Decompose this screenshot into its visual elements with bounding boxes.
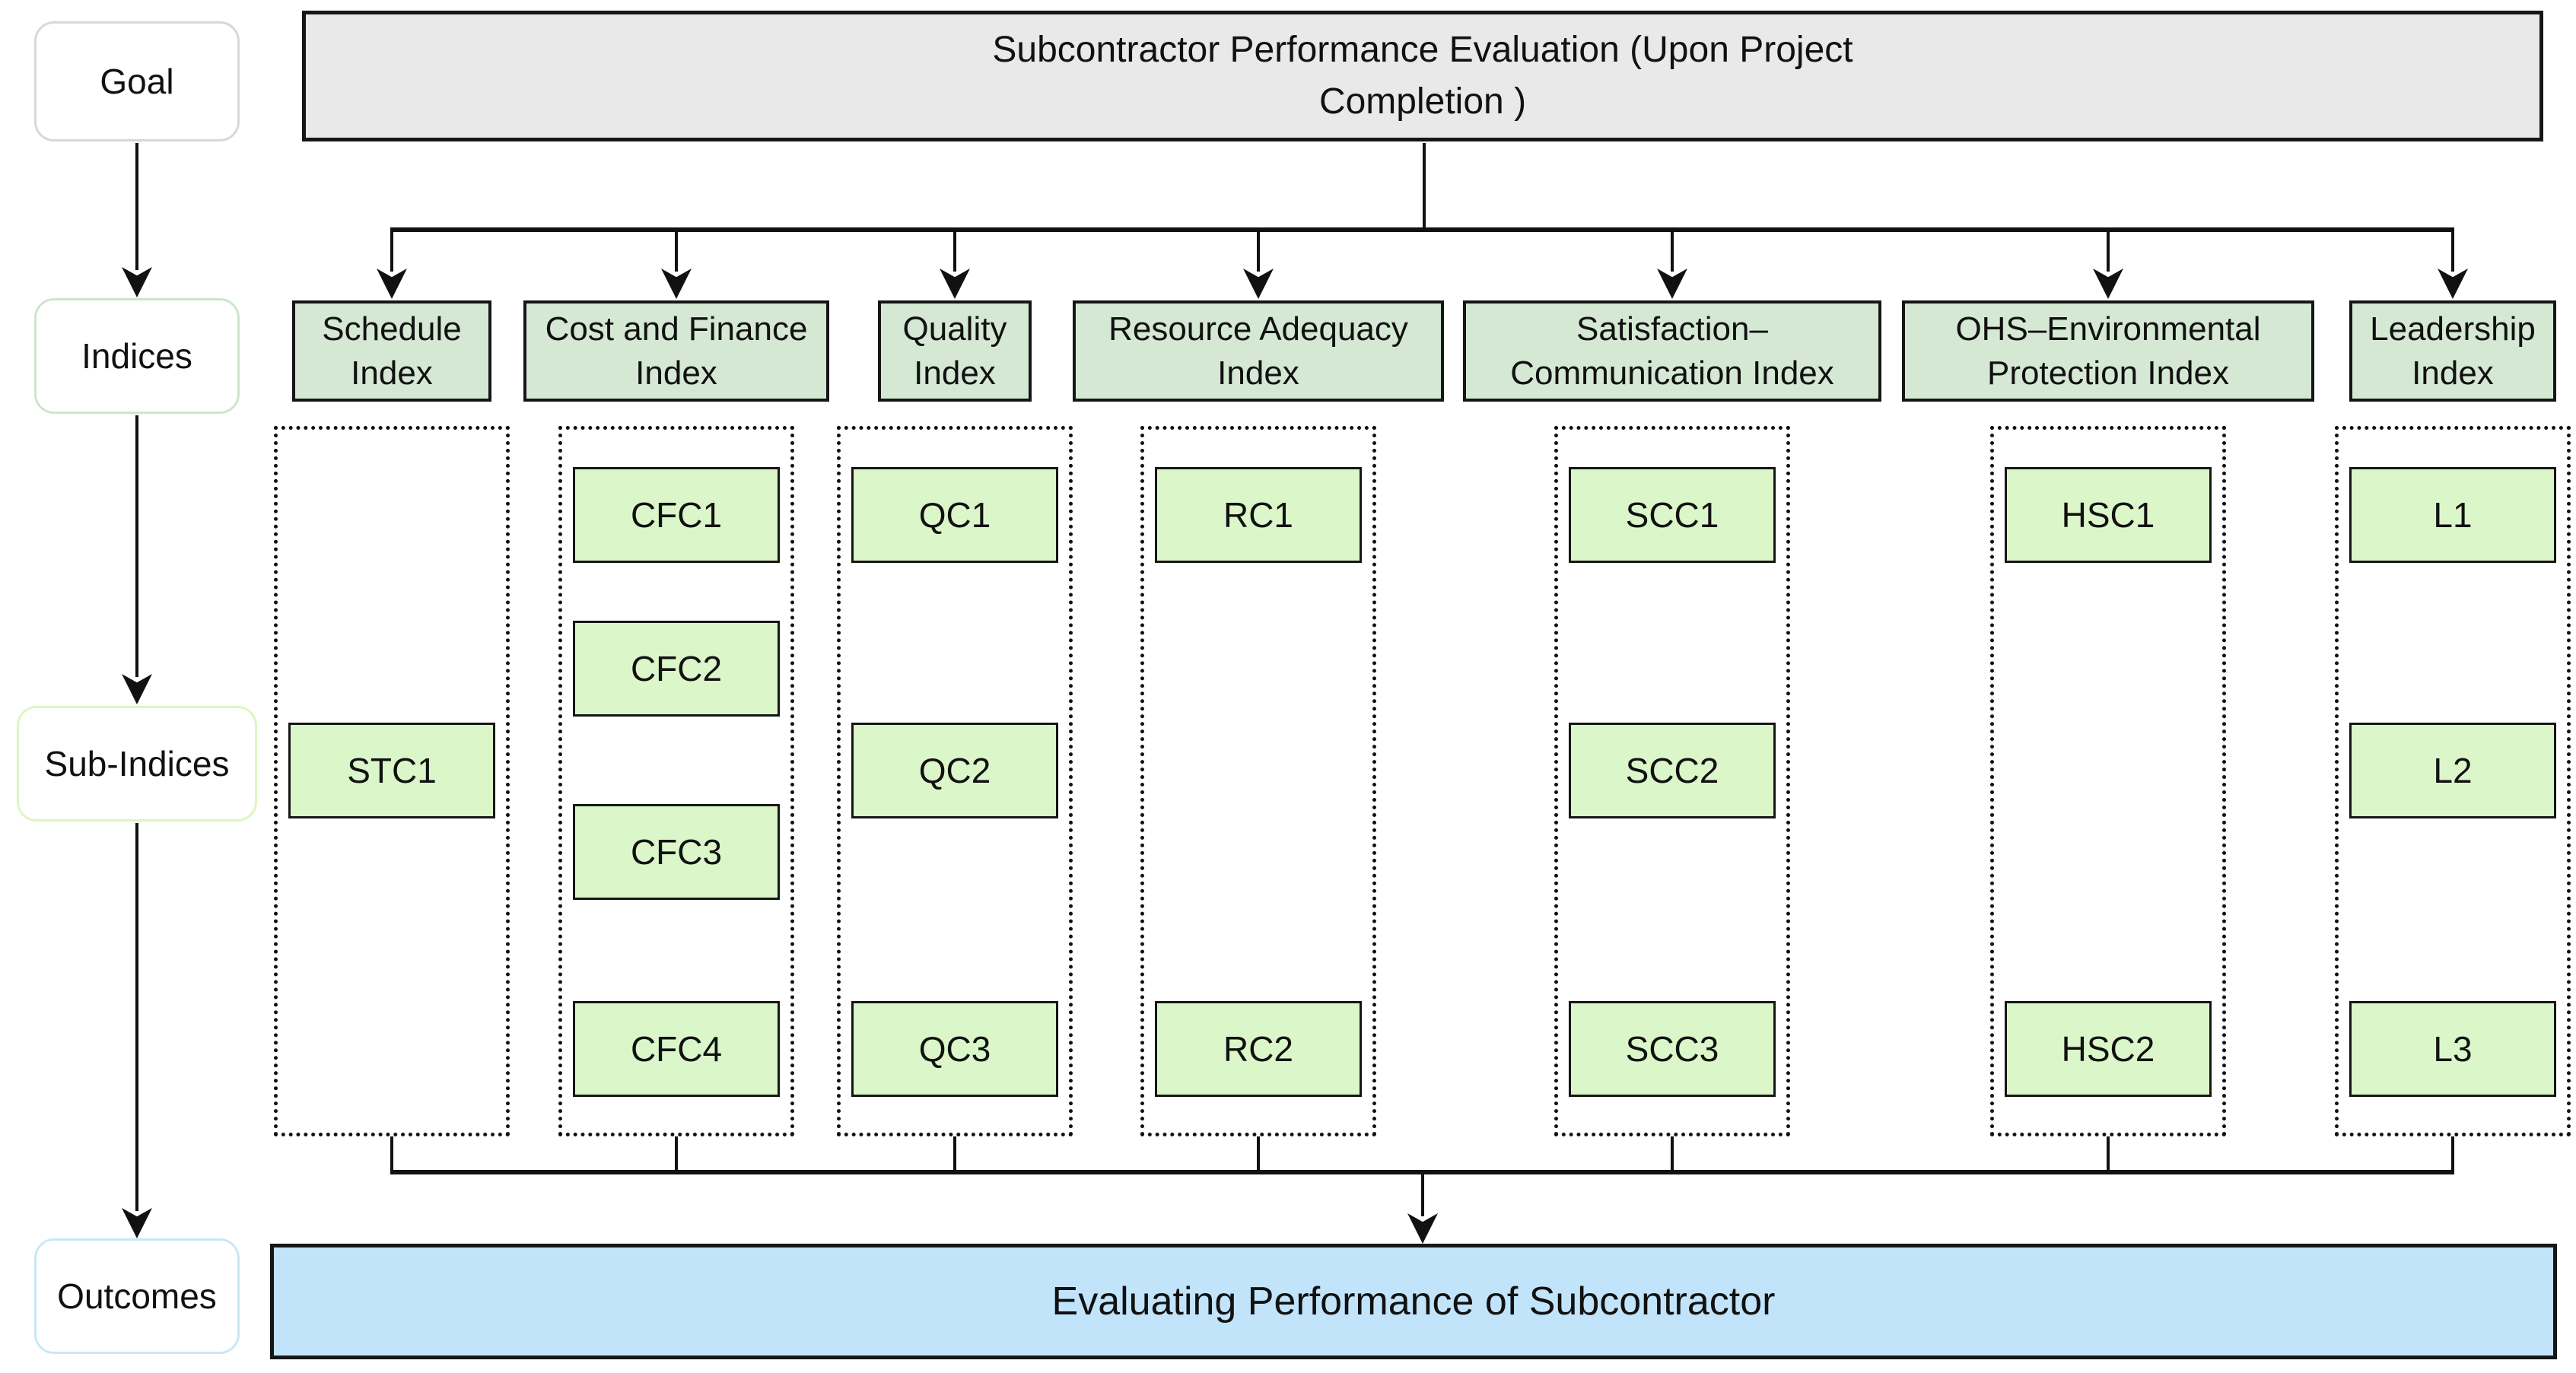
index-header-resource-adequacy: Resource Adequacy Index	[1073, 300, 1444, 402]
sub-box-l3: L3	[2349, 1001, 2556, 1097]
index-header-label: Quality Index	[902, 310, 1007, 392]
goal-box: Subcontractor Performance Evaluation (Up…	[302, 11, 2543, 141]
sub-box-label: L2	[2433, 751, 2473, 790]
sub-box-l1: L1	[2349, 467, 2556, 563]
sub-box-label: SCC3	[1625, 1029, 1719, 1069]
sub-box-cfc4: CFC4	[573, 1001, 780, 1097]
index-header-label: Schedule Index	[322, 310, 462, 392]
sub-box-label: QC1	[918, 495, 991, 535]
sub-box-qc1: QC1	[851, 467, 1058, 563]
sub-box-scc2: SCC2	[1569, 723, 1776, 818]
rail-indices-text: Indices	[81, 336, 192, 376]
sub-group-leadership: L1 L2 L3	[2335, 426, 2571, 1136]
sub-box-label: CFC1	[630, 495, 723, 535]
sub-box-label: HSC2	[2061, 1029, 2155, 1069]
sub-box-label: L1	[2433, 495, 2473, 535]
sub-box-qc3: QC3	[851, 1001, 1058, 1097]
sub-box-cfc3: CFC3	[573, 804, 780, 900]
index-header-label: Satisfaction–Communication Index	[1510, 310, 1834, 392]
outcome-box-title: Evaluating Performance of Subcontractor	[1051, 1279, 1776, 1324]
sub-box-stc1: STC1	[288, 723, 495, 818]
sub-box-hsc2: HSC2	[2005, 1001, 2212, 1097]
index-header-ohs-environmental: OHS–Environmental Protection Index	[1902, 300, 2314, 402]
sub-box-label: RC1	[1223, 495, 1294, 535]
rail-sub-indices-label: Sub-Indices	[17, 706, 257, 822]
sub-box-label: CFC3	[630, 832, 723, 872]
sub-box-label: HSC1	[2061, 495, 2155, 535]
rail-outcomes-text: Outcomes	[57, 1276, 217, 1316]
rail-outcomes-label: Outcomes	[34, 1238, 240, 1354]
sub-group-cost-finance: CFC1 CFC2 CFC3 CFC4	[558, 426, 794, 1136]
sub-box-scc1: SCC1	[1569, 467, 1776, 563]
rail-goal-label: Goal	[34, 21, 240, 141]
index-header-label: Resource Adequacy Index	[1108, 310, 1408, 392]
sub-box-label: CFC4	[630, 1029, 723, 1069]
outcome-box: Evaluating Performance of Subcontractor	[270, 1244, 2557, 1359]
sub-box-rc1: RC1	[1155, 467, 1362, 563]
rail-indices-label: Indices	[34, 298, 240, 414]
sub-box-label: SCC2	[1625, 751, 1719, 790]
index-header-leadership: Leadership Index	[2349, 300, 2556, 402]
sub-box-label: QC3	[918, 1029, 991, 1069]
index-header-label: OHS–Environmental Protection Index	[1955, 310, 2261, 392]
sub-group-ohs-environmental: HSC1 HSC2	[1990, 426, 2226, 1136]
index-header-satisfaction-communication: Satisfaction–Communication Index	[1463, 300, 1881, 402]
sub-box-label: L3	[2433, 1029, 2473, 1069]
sub-group-resource-adequacy: RC1 RC2	[1140, 426, 1376, 1136]
sub-group-schedule: STC1	[274, 426, 510, 1136]
sub-box-label: QC2	[918, 751, 991, 790]
index-header-cost-finance: Cost and Finance Index	[523, 300, 829, 402]
index-header-schedule: Schedule Index	[292, 300, 491, 402]
sub-box-label: STC1	[347, 751, 437, 790]
sub-group-quality: QC1 QC2 QC3	[837, 426, 1073, 1136]
sub-box-label: CFC2	[630, 649, 723, 688]
sub-box-cfc2: CFC2	[573, 621, 780, 717]
rail-sub-indices-text: Sub-Indices	[44, 744, 230, 783]
sub-box-hsc1: HSC1	[2005, 467, 2212, 563]
sub-box-l2: L2	[2349, 723, 2556, 818]
sub-box-qc2: QC2	[851, 723, 1058, 818]
sub-box-cfc1: CFC1	[573, 467, 780, 563]
sub-box-scc3: SCC3	[1569, 1001, 1776, 1097]
sub-group-satisfaction-communication: SCC1 SCC2 SCC3	[1554, 426, 1790, 1136]
index-header-quality: Quality Index	[878, 300, 1032, 402]
sub-box-label: SCC1	[1625, 495, 1719, 535]
goal-box-title: Subcontractor Performance Evaluation (Up…	[992, 29, 1853, 122]
sub-box-label: RC2	[1223, 1029, 1294, 1069]
index-header-label: Leadership Index	[2370, 310, 2536, 392]
rail-goal-text: Goal	[100, 62, 174, 101]
sub-box-rc2: RC2	[1155, 1001, 1362, 1097]
index-header-label: Cost and Finance Index	[545, 310, 808, 392]
